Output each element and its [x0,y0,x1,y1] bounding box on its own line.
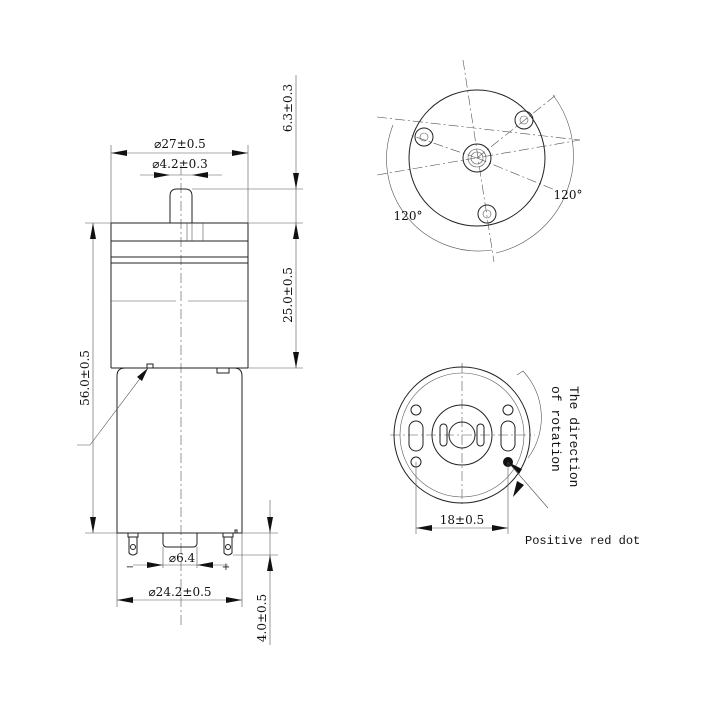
rotation-label-line1: The direction [566,386,581,487]
rotation-label-line2: of rotation [548,386,563,472]
angle-arc-left [386,124,493,252]
svg-text:⌀4.2±0.3: ⌀4.2±0.3 [152,157,207,171]
rear-hub [162,533,198,548]
dim-gearbox-length: 25.0±0.5 [281,223,299,368]
rear-view: The direction of rotation 18±0.5 Positiv… [390,363,640,548]
motor-can [116,367,243,534]
angle-left-label: 120° [394,209,423,223]
svg-text:18±0.5: 18±0.5 [440,513,484,527]
screw-hole [414,127,434,147]
front-view: 120° 120° [376,59,583,263]
gearbox-flange [110,222,249,242]
angle-right-label: 120° [554,188,583,202]
terminal-minus-label: − [126,562,134,573]
dim-hub-diameter: ⌀6.4 [133,547,228,568]
gearbox-face [408,89,546,227]
output-shaft [169,188,193,223]
svg-text:25.0±0.5: 25.0±0.5 [281,267,295,323]
dim-shaft-diameter: ⌀4.2±0.3 [140,157,222,178]
dim-body-diameter: ⌀27±0.5 [110,137,249,223]
screw-hole [477,204,497,224]
gearbox-band [110,256,249,264]
svg-text:⌀27±0.5: ⌀27±0.5 [154,137,206,151]
dim-shaft-length: 6.3±0.3 [281,84,299,189]
end-cap-hub [431,404,493,466]
svg-text:4.0±0.5: 4.0±0.5 [255,594,269,642]
dim-terminal-length: 4.0±0.5 [233,500,278,645]
screw-hole [514,110,534,130]
side-view: − + ⌀27±0.5 ⌀4.2±0.3 6.3±0.3 25.0±0.5 [77,75,303,645]
terminal-slot-minus [408,420,424,452]
terminal-plus-label: + [222,562,230,573]
angle-arc-right [495,94,574,254]
svg-text:6.3±0.3: 6.3±0.3 [281,84,295,132]
vent-mark [146,363,154,369]
vent-leader [77,367,149,446]
svg-text:⌀24.2±0.5: ⌀24.2±0.5 [148,585,211,599]
terminal-slot-plus [500,420,516,452]
terminal-minus [127,532,139,556]
dim-can-diameter: ⌀24.2±0.5 [116,533,243,607]
svg-text:56.0±0.5: 56.0±0.5 [78,350,92,406]
shaft-boss [462,143,492,173]
dim-terminal-spacing: 18±0.5 [415,462,509,534]
end-cap-outer [393,366,531,504]
terminal-plus [222,529,238,556]
positive-dot-label: Positive red dot [525,534,640,548]
dim-total-length: 56.0±0.5 [78,222,117,534]
svg-text:⌀6.4: ⌀6.4 [169,551,196,565]
rotation-arrow-arc [516,370,542,459]
